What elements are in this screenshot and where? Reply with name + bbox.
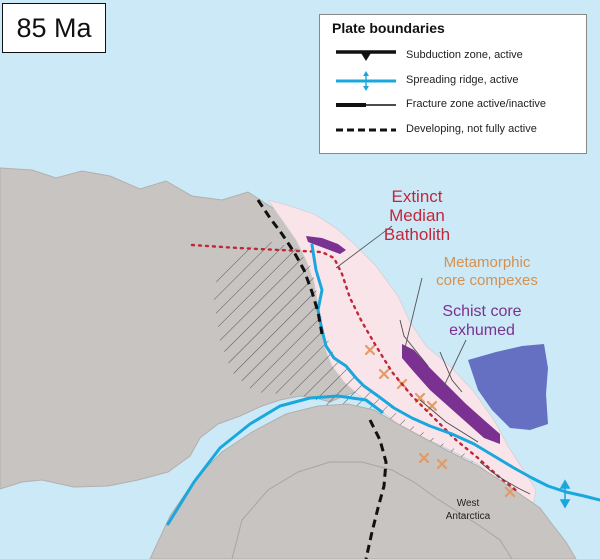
legend-label-developing: Developing, not fully active — [406, 123, 537, 135]
hatched-stretched-crust — [214, 240, 478, 478]
schist-core-north — [306, 236, 346, 254]
developing-boundary-south — [364, 419, 388, 559]
developing-boundary-north — [256, 199, 324, 335]
spreading-ridge-icon — [336, 71, 396, 91]
fracture-zone-icon — [336, 103, 396, 107]
age-box: 85 Ma — [2, 3, 106, 53]
schist-line-1: Schist core — [442, 303, 522, 320]
legend-row-subduction: Subduction zone, active — [320, 46, 588, 66]
oceanic-plateau — [468, 344, 548, 430]
legend-row-spreading: Spreading ridge, active — [320, 71, 588, 91]
legend-row-developing: Developing, not fully active — [320, 120, 588, 140]
label-extinct-median-batholith: Extinct Median Batholith — [362, 187, 472, 244]
legend-label-spreading: Spreading ridge, active — [406, 74, 519, 86]
legend-label-subduction: Subduction zone, active — [406, 49, 523, 61]
antarctica-landmass — [149, 403, 577, 559]
legend: Plate boundaries Subduction zone, active… — [319, 14, 587, 154]
age-label: 85 Ma — [16, 12, 92, 43]
batholith-line-2: Median — [389, 206, 445, 225]
schist-core — [402, 344, 500, 444]
spreading-ridge-arrows — [559, 479, 571, 509]
batholith-line-1: Extinct — [391, 187, 443, 206]
legend-title: Plate boundaries — [332, 20, 445, 36]
spreading-ridge-tasman — [166, 394, 384, 526]
schist-line-2: exhumed — [449, 322, 515, 339]
label-leader-lines — [335, 225, 467, 387]
antarctic-inner-contour — [231, 461, 513, 559]
median-batholith-trace — [190, 243, 520, 494]
coastline-details — [399, 319, 531, 495]
metamorphic-line-2: core compexes — [436, 272, 538, 289]
subduction-zone-icon — [336, 50, 396, 61]
legend-row-fracture: Fracture zone active/inactive — [320, 95, 588, 115]
metamorphic-line-1: Metamorphic — [443, 254, 531, 271]
label-schist-core-exhumed: Schist core exhumed — [418, 302, 546, 340]
west-antarctica-line-1: West — [456, 498, 480, 509]
west-antarctica-line-2: Antarctica — [445, 511, 491, 522]
batholith-line-3: Batholith — [383, 225, 451, 244]
label-metamorphic-core-complexes: Metamorphic core compexes — [396, 254, 578, 290]
metamorphic-core-complexes — [364, 344, 516, 498]
legend-label-fracture: Fracture zone active/inactive — [406, 98, 547, 110]
developing-boundary-icon — [336, 128, 396, 132]
spreading-ridge-main — [310, 243, 600, 502]
label-west-antarctica: West Antarctica — [432, 497, 504, 523]
